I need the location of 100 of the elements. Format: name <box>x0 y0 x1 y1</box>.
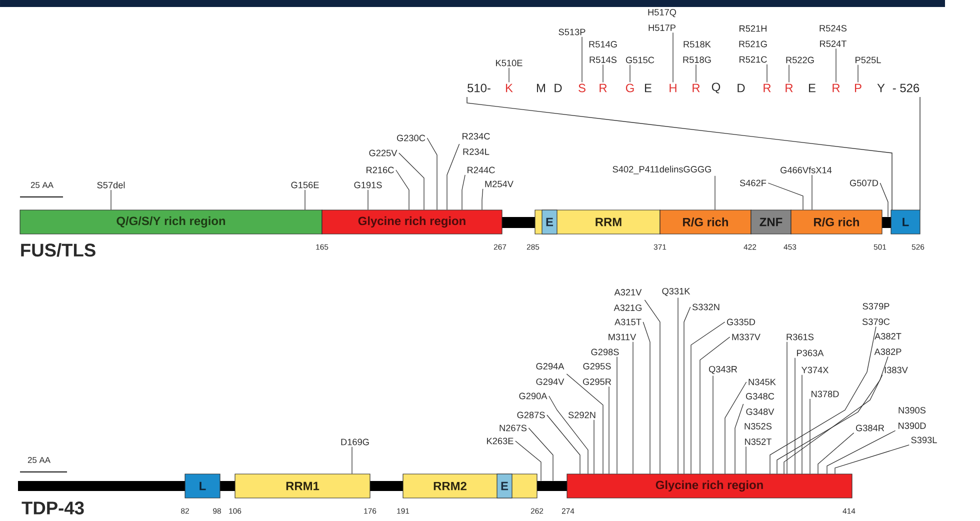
mutation-label: I383V <box>884 366 908 374</box>
leader-line <box>548 396 588 474</box>
domain-box: R/G rich <box>790 210 882 234</box>
leader-line <box>672 32 674 83</box>
mutation-label: R216C <box>366 166 394 174</box>
leader-line <box>684 306 691 474</box>
domain-box: Glycine rich region <box>322 210 502 234</box>
mutation-label: A321V A321G <box>614 289 642 311</box>
leader-line <box>396 170 410 210</box>
leader-line <box>784 374 883 474</box>
mutation-label: A315T <box>614 318 642 326</box>
leader-line <box>566 374 604 474</box>
mutation-label: D169G <box>341 438 369 446</box>
mutation-label: G335D <box>727 318 756 326</box>
leader-line <box>110 190 112 210</box>
mutation-label: R514G R514S <box>589 41 617 63</box>
domain-box: E <box>496 474 512 498</box>
mutation-label: R518K R518G <box>683 41 711 63</box>
domain-box: L <box>890 210 920 234</box>
mutation-label: G156E <box>291 182 319 188</box>
mutation-label: N267S <box>500 424 527 432</box>
leader-line <box>482 188 484 210</box>
mutation-label: G515C <box>626 56 654 64</box>
mutation-label: Y374X <box>802 366 829 374</box>
mutation-label: Q343R <box>708 366 738 374</box>
scale-label: 25 AA <box>28 457 50 463</box>
mutation-label: S332N <box>692 304 720 310</box>
mutation-label: H517Q H517P <box>648 9 676 31</box>
leader-line <box>834 444 910 474</box>
sequence-end: - 526 <box>892 84 920 92</box>
sequence-letter: R <box>692 84 700 92</box>
mutation-label: S513P <box>558 28 586 36</box>
sequence-letter: R <box>764 84 771 92</box>
leader-line <box>794 358 796 474</box>
sequence-letter: H <box>670 84 676 92</box>
leader-line <box>426 138 438 210</box>
mutation-label: R521H R521G R521C <box>739 25 767 63</box>
leader-line <box>644 300 660 474</box>
sequence-letter: D <box>738 84 745 92</box>
mutation-label: Q331K <box>662 288 690 296</box>
mutation-label: M311V <box>608 334 636 340</box>
mutation-label: G294A G294V <box>536 363 564 385</box>
mutation-label: S402_P411delinsGGGG <box>612 166 711 174</box>
scale-label: 25 AA <box>30 182 54 188</box>
mutation-label: G507D <box>850 180 878 186</box>
mutation-label: R524S R524T <box>820 25 847 47</box>
mutation-label: S379P S379C <box>862 303 890 325</box>
mutation-label: S393L <box>911 436 937 444</box>
mutation-label: M337V <box>732 334 760 340</box>
leader-line <box>616 356 618 474</box>
sequence-letter: M <box>537 84 545 92</box>
leader-line <box>724 382 747 474</box>
leader-line <box>446 144 460 210</box>
mutation-label: G191S <box>354 182 382 188</box>
leader-line <box>700 336 730 474</box>
domain-box: R/G rich <box>660 210 752 234</box>
sequence-letter: Y <box>877 84 885 92</box>
leader-line <box>818 432 854 474</box>
leader-line <box>766 64 768 83</box>
leader-line <box>304 190 306 210</box>
mutation-label: S57del <box>97 182 125 188</box>
backbone-bar <box>502 217 535 228</box>
leader-line <box>632 342 634 474</box>
domain-box: RRM1 <box>234 474 370 498</box>
domain-box: Glycine rich region <box>566 474 852 498</box>
domain-box: Q/G/S/Y rich region <box>20 210 322 234</box>
mutation-label: P363A <box>797 350 824 356</box>
leader-line <box>528 428 554 482</box>
leader-line <box>770 326 876 474</box>
sequence-letter: S <box>578 84 586 92</box>
domain-box: E <box>542 210 558 234</box>
sequence-letter: R <box>786 84 793 92</box>
leader-line <box>608 386 610 474</box>
mutation-label: R522G <box>786 56 814 64</box>
leader-line <box>880 182 888 218</box>
sequence-end: 510- <box>468 84 490 92</box>
mutation-label: S292N <box>568 412 596 418</box>
mutation-label: N345K <box>748 378 776 386</box>
sequence-letter: P <box>855 84 862 92</box>
mutation-label: S462F <box>740 180 766 186</box>
sequence-letter: Q <box>712 82 720 94</box>
sequence-letter: R <box>832 84 840 92</box>
mutation-label: G348C G348V <box>746 393 774 415</box>
mutation-label: G290A <box>519 392 548 400</box>
leader-line <box>734 404 744 474</box>
mutation-label: G230C <box>397 134 426 142</box>
sequence-letter: K <box>506 84 513 92</box>
mutation-label: G295S G295R <box>583 363 612 385</box>
mutation-label: K263E <box>487 438 514 444</box>
domain-box: L <box>184 474 220 498</box>
sequence-letter: E <box>809 84 816 92</box>
mutation-label: R361S <box>786 334 814 340</box>
leader-line <box>398 152 424 210</box>
leader-line <box>515 440 542 482</box>
mutation-label: G298S <box>591 348 619 356</box>
mutation-label: G287S <box>517 412 545 418</box>
leader-line <box>546 414 580 474</box>
mutation-label: R234C R234L <box>462 133 490 155</box>
mutation-label: G466VfsX14 <box>780 166 832 174</box>
mutation-label: N378D <box>812 390 839 398</box>
